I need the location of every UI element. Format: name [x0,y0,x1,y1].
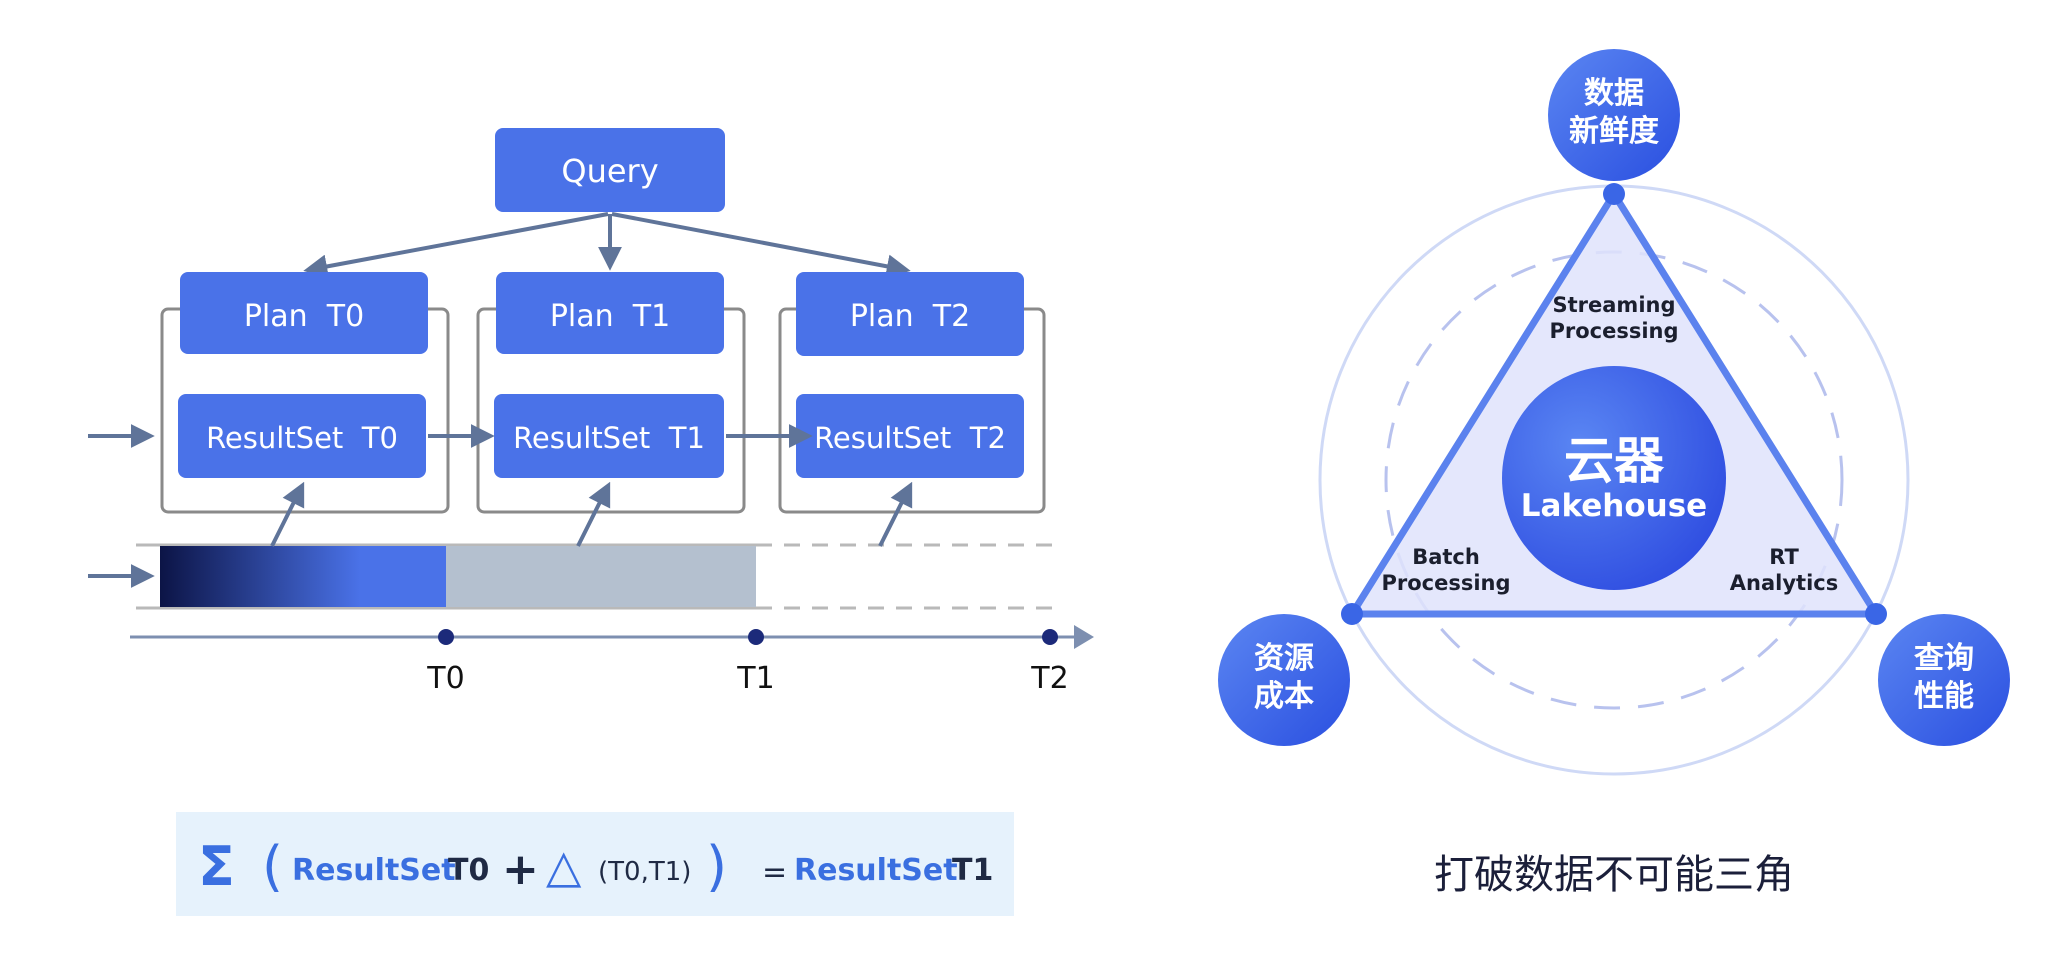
resultset-t1-node [494,394,724,478]
formula-resultset-2: ResultSet [794,853,958,888]
resultset-t0-node [178,394,426,478]
formula-open-paren: ( [262,835,283,898]
arrow-query-plan0 [303,212,609,279]
bar-segment-t0 [160,546,446,607]
corner-performance-1: 查询 [1914,641,1974,676]
resultset-t1-label: ResultSet T1 [513,421,705,455]
streaming-label-2: Processing [1549,319,1678,343]
formula-t1: T1 [952,853,993,888]
formula-t0: T0 [448,853,489,888]
formula-plus: + [502,844,539,895]
formula-delta: △ [546,839,582,893]
formula-sigma: Σ [198,835,235,898]
rt-label-2: Analytics [1730,571,1838,595]
timeline-tick-t1: T1 [736,661,774,696]
batch-label-2: Processing [1381,571,1510,595]
plan-t2-label: Plan T2 [850,299,970,334]
plan-t1-node [496,272,724,354]
formula-close-paren: ) [706,835,727,898]
resultset-t2-label: ResultSet T2 [814,421,1006,455]
plan-t2-node [796,272,1024,356]
plan-t0-node [180,272,428,354]
streaming-label-1: Streaming [1553,293,1676,317]
timeline-dot-t1 [748,629,764,645]
vertex-dot-top [1603,183,1625,205]
timeline-dot-t0 [438,629,454,645]
rt-label-1: RT [1769,545,1799,569]
corner-freshness-1: 数据 [1584,76,1644,111]
caption: 打破数据不可能三角 [1434,852,1794,898]
query-label: Query [561,152,658,190]
formula-equals: = [762,855,787,890]
corner-circle-cost [1218,614,1350,746]
bar-segment-t1 [446,546,756,607]
corner-freshness-2: 新鲜度 [1569,114,1659,149]
plan-t1-label: Plan T1 [550,299,670,334]
vertex-dot-right [1865,603,1887,625]
arrow-bar-rs1 [576,481,611,547]
plan-t0-label: Plan T0 [244,299,364,334]
formula-background [176,812,1014,916]
timeline-tick-t2: T2 [1030,661,1068,696]
resultset-t2-node [796,394,1024,478]
timeline-dot-t2 [1042,629,1058,645]
arrow-query-plan2 [611,212,911,279]
arrow-bar-rs2 [878,481,913,547]
corner-performance-2: 性能 [1914,679,1974,714]
impossible-triangle-diagram: 云器 Lakehouse Streaming Processing Batch … [1218,49,2010,898]
center-circle [1502,366,1726,590]
timeline-arrowhead [1074,625,1094,649]
center-subtitle: Lakehouse [1521,488,1707,524]
corner-circle-freshness [1548,49,1680,181]
arrow-bar-rs0 [270,481,305,547]
formula-delta-args: (T0,T1) [598,857,691,887]
query-plan-diagram: Query Plan T0 Plan T1 Plan T2 ResultSet … [88,128,1094,696]
formula-resultset-1: ResultSet [292,853,456,888]
corner-cost-1: 资源 [1254,641,1314,676]
timeline-tick-t0: T0 [426,661,464,696]
batch-label-1: Batch [1412,545,1480,569]
resultset-t0-label: ResultSet T0 [206,421,398,455]
query-node [495,128,725,212]
vertex-dot-left [1341,603,1363,625]
formula: Σ ( ResultSet T0 + △ (T0,T1) ) = ResultS… [176,812,1014,916]
center-title: 云器 [1564,432,1665,490]
corner-circle-performance [1878,614,2010,746]
corner-cost-2: 成本 [1254,679,1314,714]
